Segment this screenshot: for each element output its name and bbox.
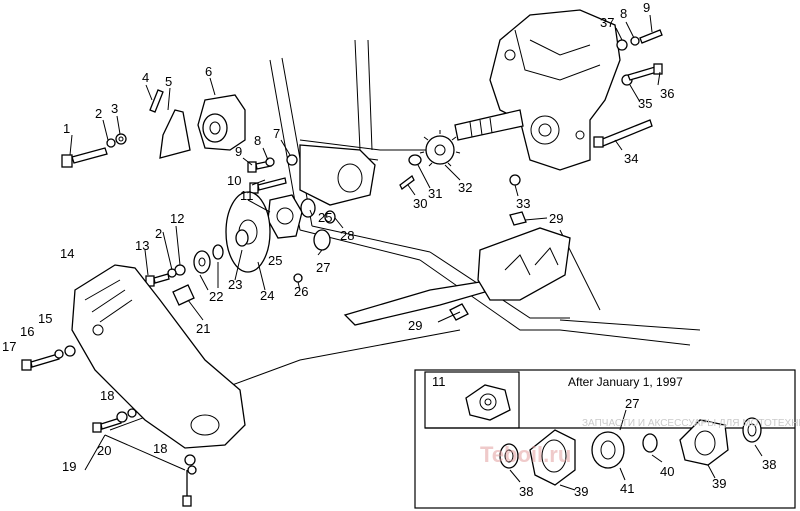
washers-37-8 — [616, 36, 640, 51]
inset-parts — [499, 409, 763, 491]
callout-9: 9 — [235, 144, 242, 159]
callout-30: 30 — [413, 196, 427, 211]
bracket-4 — [149, 89, 164, 113]
bolt-19 — [92, 417, 192, 507]
inset-label-40: 40 — [660, 464, 674, 479]
callout-13: 13 — [135, 238, 149, 253]
inset-flange-11 — [465, 384, 511, 421]
callout-34: 34 — [624, 151, 638, 166]
callout-7: 7 — [273, 126, 280, 141]
callout-37: 37 — [600, 15, 614, 30]
callout-14: 14 — [60, 246, 74, 261]
callout-26: 26 — [294, 284, 308, 299]
callout-33: 33 — [516, 196, 530, 211]
washer-23 — [212, 244, 224, 260]
inset-label-41: 41 — [620, 481, 634, 496]
bolt-34 — [593, 119, 653, 148]
callout-2-lower: 2 — [155, 226, 162, 241]
callout-2: 2 — [95, 106, 102, 121]
washer-2 — [106, 138, 116, 148]
callout-22: 22 — [209, 289, 223, 304]
callout-19: 19 — [62, 459, 76, 474]
bolt-17 — [21, 353, 60, 371]
callout-32: 32 — [458, 180, 472, 195]
inset-label-38-left: 38 — [519, 484, 533, 499]
watermark-logo: Teboil.ru — [480, 442, 571, 467]
bearing-housing-6 — [197, 94, 246, 151]
bolt-1 — [61, 147, 108, 168]
spacer-27 — [313, 229, 331, 251]
bolt-9-top — [639, 29, 663, 44]
washers-12-2 — [167, 264, 186, 278]
callout-5: 5 — [165, 74, 172, 89]
callout-23: 23 — [228, 277, 242, 292]
drive-shaft — [454, 109, 524, 141]
callout-25-right: 25 — [318, 210, 332, 225]
washers-20-18 — [116, 408, 197, 475]
bolt-26 — [293, 273, 303, 283]
callout-4: 4 — [142, 70, 149, 85]
inset-box — [414, 369, 796, 509]
bushing-21 — [172, 284, 195, 306]
engine-block — [489, 9, 621, 171]
callout-18-lower: 18 — [153, 441, 167, 456]
callout-9-top: 9 — [643, 0, 650, 15]
callout-8: 8 — [254, 133, 261, 148]
callout-29: 29 — [549, 211, 563, 226]
bracket-5 — [159, 109, 191, 159]
callout-11: 11 — [240, 188, 254, 203]
callout-28: 28 — [340, 228, 354, 243]
bolt-36 — [627, 63, 663, 81]
callout-35: 35 — [638, 96, 652, 111]
callout-16: 16 — [20, 324, 34, 339]
callout-20: 20 — [97, 443, 111, 458]
leader-lines — [69, 14, 661, 323]
callout-3: 3 — [111, 101, 118, 116]
callout-17: 17 — [2, 339, 16, 354]
nut-33 — [509, 174, 521, 186]
chaincase-cover-14 — [71, 264, 246, 449]
callout-27: 27 — [316, 260, 330, 275]
callout-29-lower: 29 — [408, 318, 422, 333]
inset-label-39-right: 39 — [712, 476, 726, 491]
inset-box-label: 11 — [432, 374, 446, 389]
callout-25: 25 — [268, 253, 282, 268]
callout-12: 12 — [170, 211, 184, 226]
pulley-24 — [225, 191, 271, 273]
bolt-10 — [249, 177, 287, 194]
bearing-flange-11 — [267, 194, 303, 239]
washer-15 — [64, 345, 76, 357]
callout-21: 21 — [196, 321, 210, 336]
callout-24: 24 — [260, 288, 274, 303]
callout-1: 1 — [63, 121, 70, 136]
callout-36: 36 — [660, 86, 674, 101]
callout-10: 10 — [227, 173, 241, 188]
sprocket-22 — [193, 250, 211, 274]
callout-6: 6 — [205, 64, 212, 79]
inset-label-39-left: 39 — [574, 484, 588, 499]
sprocket-32 — [419, 130, 461, 167]
bolt-13 — [145, 273, 170, 287]
callout-15: 15 — [38, 311, 52, 326]
washer-31 — [408, 154, 422, 166]
callout-18: 18 — [100, 388, 114, 403]
carrier-plate — [299, 144, 376, 206]
washer-3 — [115, 133, 127, 145]
callout-31: 31 — [428, 186, 442, 201]
callout-8-top: 8 — [620, 6, 627, 21]
callout-fork-19 — [84, 434, 186, 471]
inset-label-38-right: 38 — [762, 457, 776, 472]
inset-title: After January 1, 1997 — [568, 375, 683, 389]
washer-16 — [54, 349, 64, 359]
nut-7 — [286, 154, 298, 166]
guard-housing-29 — [477, 211, 571, 301]
watermark-text: ЗАПЧАСТИ И АКСЕССУАРЫ ДЛЯ МОТОТЕХНИКИ — [582, 418, 800, 429]
callout-labels: 1 2 3 4 5 6 7 8 9 10 11 12 13 2 14 15 16… — [2, 0, 674, 474]
inset-label-27: 27 — [625, 396, 639, 411]
bolt-30 — [399, 175, 415, 190]
